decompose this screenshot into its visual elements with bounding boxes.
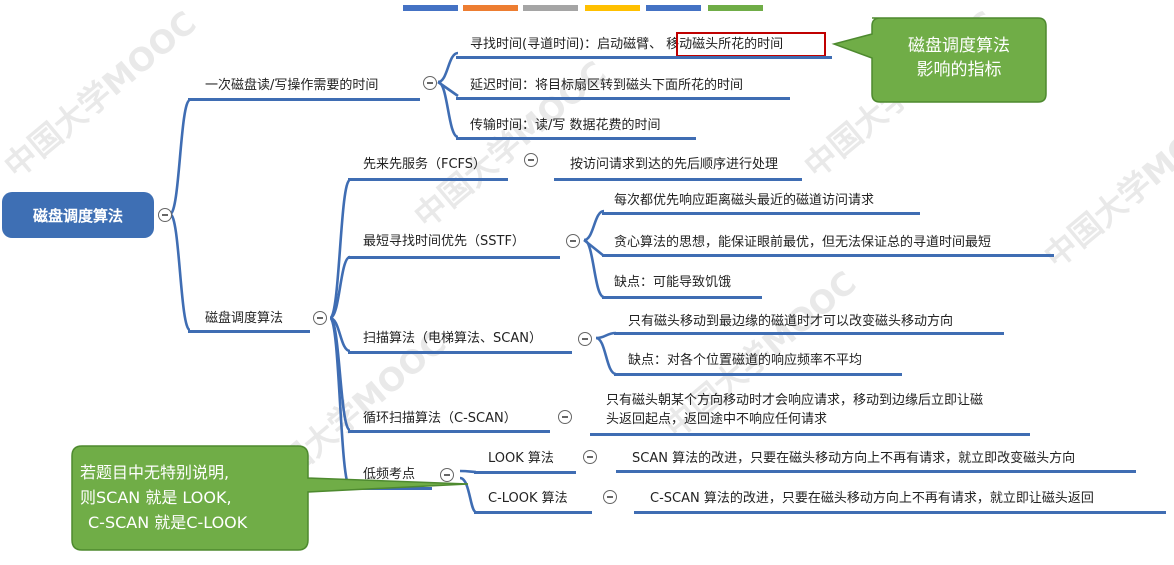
- branch-disk-rw-time[interactable]: 一次磁盘读/写操作需要的时间: [205, 78, 379, 93]
- sstf-note[interactable]: 缺点：可能导致饥饿: [614, 275, 732, 290]
- underline: [456, 97, 790, 100]
- cscan-note[interactable]: 只有磁头朝某个方向移动时才会响应请求，移动到边缘后立即让磁 头返回起点，返回途中…: [606, 391, 983, 429]
- color-strip: [523, 5, 578, 11]
- callout-line: 则SCAN 就是 LOOK,: [80, 488, 232, 507]
- underline: [602, 254, 1054, 257]
- algo-fcfs[interactable]: 先来先服务（FCFS）: [363, 157, 487, 172]
- sstf-note[interactable]: 每次都优先响应距离磁头最近的磁道访问请求: [614, 193, 875, 208]
- underline: [456, 56, 832, 59]
- underline: [348, 178, 508, 181]
- scan-note[interactable]: 只有磁头移动到最边缘的磁道时才可以改变磁头移动方向: [628, 314, 954, 329]
- color-strip: [403, 5, 458, 11]
- color-strip: [585, 5, 640, 11]
- underline: [348, 430, 550, 433]
- callout-line: 影响的指标: [916, 60, 1002, 80]
- algo-scan[interactable]: 扫描算法（电梯算法、SCAN）: [363, 331, 542, 346]
- scan-note[interactable]: 缺点：对各个位置磁道的响应频率不平均: [628, 353, 863, 368]
- callout-metrics: 磁盘调度算法 影响的指标: [872, 34, 1046, 82]
- cscan-note-line: 头返回起点，返回途中不响应任何请求: [606, 412, 828, 427]
- underline: [590, 433, 1030, 436]
- underline: [616, 470, 1136, 473]
- collapse-toggle-icon[interactable]: [566, 234, 580, 248]
- collapse-toggle-icon[interactable]: [423, 76, 437, 90]
- underline: [474, 471, 576, 474]
- algo-look[interactable]: LOOK 算法: [488, 451, 554, 466]
- callout-line: 磁盘调度算法: [908, 36, 1010, 56]
- underline: [602, 296, 762, 299]
- callout-line: 若题目中无特别说明,: [80, 463, 230, 482]
- look-note[interactable]: SCAN 算法的改进，只要在磁头移动方向上不再有请求，就立即改变磁头方向: [632, 451, 1076, 466]
- underline: [634, 511, 1166, 514]
- highlight-box: [676, 32, 826, 57]
- sstf-note[interactable]: 贪心算法的思想，能保证眼前最优，但无法保证总的寻道时间最短: [614, 235, 992, 250]
- collapse-toggle-icon[interactable]: [440, 468, 454, 482]
- seek-time-highlight: 移动磁头所花的时间: [666, 37, 784, 52]
- underline: [348, 256, 560, 259]
- collapse-toggle-icon[interactable]: [313, 311, 327, 325]
- low-frequency-topic[interactable]: 低频考点: [363, 467, 416, 482]
- underline: [348, 487, 432, 490]
- color-strip: [646, 5, 701, 11]
- transfer-time-node[interactable]: 传输时间：读/写 数据花费的时间: [470, 118, 661, 133]
- color-strip: [463, 5, 518, 11]
- collapse-toggle-icon[interactable]: [524, 153, 538, 167]
- collapse-toggle-icon[interactable]: [558, 410, 572, 424]
- underline: [474, 511, 592, 514]
- branch-disk-scheduling[interactable]: 磁盘调度算法: [205, 311, 284, 326]
- underline: [188, 98, 420, 101]
- callout-note: 若题目中无特别说明, 则SCAN 就是 LOOK, C-SCAN 就是C-LOO…: [80, 460, 247, 535]
- algo-clook[interactable]: C-LOOK 算法: [488, 491, 568, 506]
- clook-note[interactable]: C-SCAN 算法的改进，只要在磁头移动方向上不再有请求，就立即让磁头返回: [650, 491, 1094, 506]
- underline: [554, 178, 802, 181]
- cscan-note-line: 只有磁头朝某个方向移动时才会响应请求，移动到边缘后立即让磁: [606, 393, 984, 408]
- algo-sstf[interactable]: 最短寻找时间优先（SSTF）: [363, 234, 525, 249]
- collapse-toggle-icon[interactable]: [158, 208, 172, 222]
- fcfs-note[interactable]: 按访问请求到达的先后顺序进行处理: [570, 157, 779, 172]
- underline: [614, 332, 1004, 335]
- color-strip: [708, 5, 763, 11]
- callout-line: C-SCAN 就是C-LOOK: [88, 513, 248, 532]
- collapse-toggle-icon[interactable]: [578, 332, 592, 346]
- underline: [602, 212, 920, 215]
- latency-time-node[interactable]: 延迟时间：将目标扇区转到磁头下面所花的时间: [470, 78, 744, 93]
- seek-time-node[interactable]: 寻找时间(寻道时间)：启动磁臂、移动磁头所花的时间: [470, 36, 783, 53]
- underline: [188, 330, 310, 333]
- underline: [614, 373, 902, 376]
- collapse-toggle-icon[interactable]: [603, 490, 617, 504]
- underline: [456, 137, 696, 140]
- collapse-toggle-icon[interactable]: [583, 450, 597, 464]
- seek-time-label: 寻找时间(寻道时间)：启动磁臂、: [470, 37, 663, 52]
- algo-cscan[interactable]: 循环扫描算法（C-SCAN）: [363, 411, 517, 426]
- underline: [348, 351, 572, 354]
- root-node[interactable]: 磁盘调度算法: [2, 192, 154, 238]
